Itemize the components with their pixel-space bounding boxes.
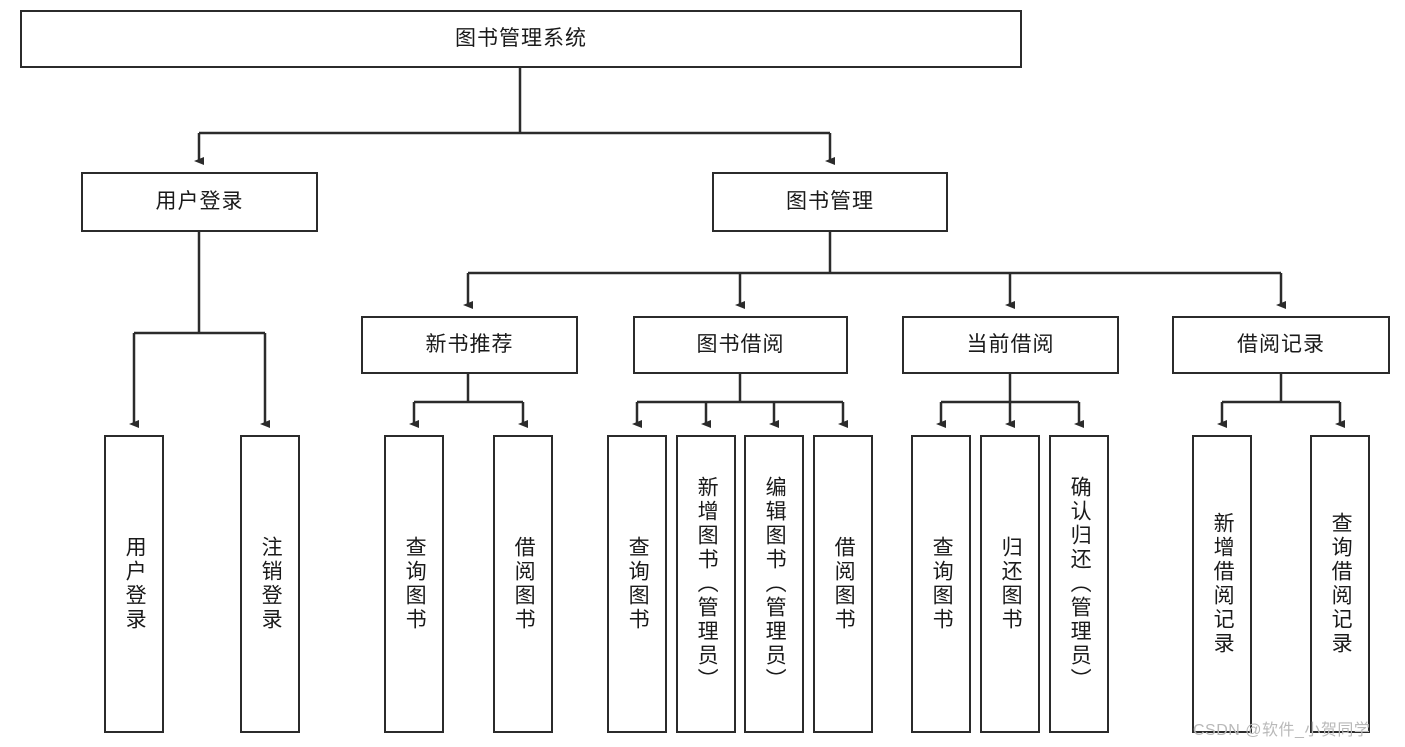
- leaf-new-book-query[interactable]: 查询图书: [384, 435, 444, 733]
- node-label: 新增借阅记录: [1211, 512, 1235, 656]
- leaf-current-borrow-query[interactable]: 查询图书: [911, 435, 971, 733]
- node-book-borrow[interactable]: 图书借阅: [633, 316, 848, 374]
- node-label: 用户登录: [155, 190, 244, 214]
- node-label: 图书借阅: [696, 333, 785, 357]
- node-label: 查询图书: [403, 536, 427, 632]
- node-label: 查询图书: [626, 536, 650, 632]
- leaf-user-login-logout[interactable]: 注销登录: [240, 435, 300, 733]
- node-label: 借阅图书: [512, 536, 536, 632]
- node-user-login[interactable]: 用户登录: [81, 172, 318, 232]
- node-label: 编辑图书（管理员）: [763, 476, 787, 692]
- leaf-current-borrow-return[interactable]: 归还图书: [980, 435, 1040, 733]
- node-label: 借阅记录: [1237, 333, 1325, 357]
- node-label: 图书管理系统: [455, 27, 587, 51]
- leaf-book-borrow-edit[interactable]: 编辑图书（管理员）: [744, 435, 804, 733]
- node-label: 借阅图书: [832, 536, 856, 632]
- node-current-borrow[interactable]: 当前借阅: [902, 316, 1119, 374]
- node-label: 查询图书: [930, 536, 954, 632]
- node-label: 用户登录: [123, 536, 147, 632]
- node-borrow-record[interactable]: 借阅记录: [1172, 316, 1390, 374]
- leaf-user-login-login[interactable]: 用户登录: [104, 435, 164, 733]
- leaf-borrow-record-add[interactable]: 新增借阅记录: [1192, 435, 1252, 733]
- leaf-new-book-borrow[interactable]: 借阅图书: [493, 435, 553, 733]
- leaf-book-borrow-query[interactable]: 查询图书: [607, 435, 667, 733]
- node-label: 查询借阅记录: [1329, 512, 1353, 656]
- node-label: 新增图书（管理员）: [695, 476, 719, 692]
- leaf-book-borrow-borrow[interactable]: 借阅图书: [813, 435, 873, 733]
- node-label: 确认归还（管理员）: [1068, 476, 1092, 692]
- node-new-book-recommend[interactable]: 新书推荐: [361, 316, 578, 374]
- node-label: 注销登录: [259, 536, 283, 632]
- leaf-current-borrow-confirm-return[interactable]: 确认归还（管理员）: [1049, 435, 1109, 733]
- node-label: 归还图书: [999, 536, 1023, 632]
- node-book-management[interactable]: 图书管理: [712, 172, 948, 232]
- node-label: 图书管理: [786, 190, 874, 214]
- node-root-book-management-system[interactable]: 图书管理系统: [20, 10, 1022, 68]
- leaf-borrow-record-query[interactable]: 查询借阅记录: [1310, 435, 1370, 733]
- node-label: 新书推荐: [425, 333, 514, 357]
- csdn-watermark: CSDN @软件_小贺同学: [1193, 722, 1371, 739]
- leaf-book-borrow-add[interactable]: 新增图书（管理员）: [676, 435, 736, 733]
- node-label: 当前借阅: [966, 333, 1055, 357]
